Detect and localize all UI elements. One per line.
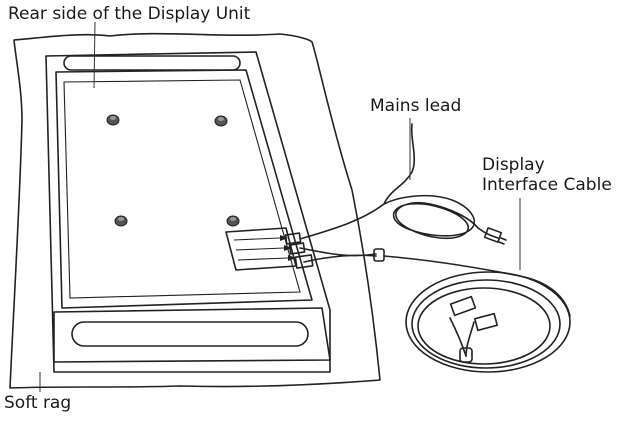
screw-bottom-right <box>226 215 240 227</box>
label-display-line2: Interface Cable <box>482 175 612 195</box>
label-rear-side: Rear side of the Display Unit <box>8 4 251 24</box>
display-base <box>53 307 331 363</box>
label-display-interface-cable: Display Interface Cable <box>482 155 612 195</box>
mains-lead-cable <box>299 123 507 245</box>
leader-rear <box>93 21 96 89</box>
rear-panel-inner <box>63 79 301 299</box>
screw-top-left <box>106 114 120 126</box>
label-mains-lead: Mains lead <box>370 96 462 116</box>
bottom-handle <box>71 321 309 347</box>
soft-rag <box>9 32 381 389</box>
label-display-line1: Display <box>482 155 545 175</box>
screw-top-right <box>214 115 228 127</box>
display-interface-cable <box>299 247 571 373</box>
label-soft-rag: Soft rag <box>4 393 72 413</box>
screw-bottom-left <box>114 215 128 227</box>
rear-panel <box>55 69 313 309</box>
top-handle <box>63 55 241 71</box>
display-unit-frame <box>45 51 331 373</box>
